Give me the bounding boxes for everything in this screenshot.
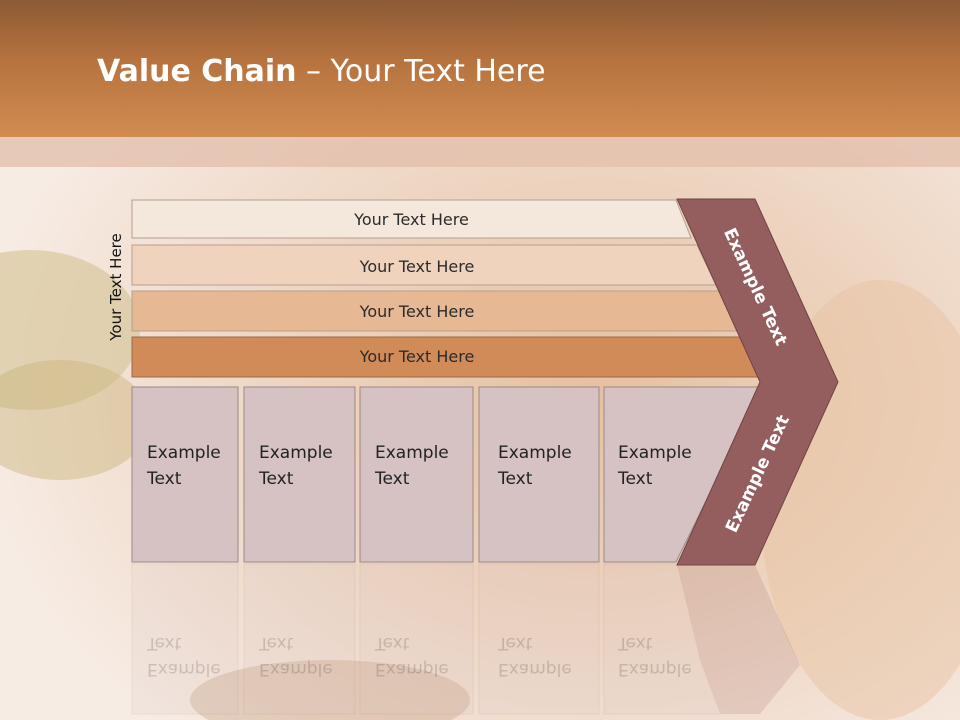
header-strip: [0, 137, 960, 167]
box-3-line1: Example: [375, 443, 449, 463]
bar-3: Your Text Here: [132, 292, 702, 330]
reflection: [131, 563, 800, 715]
box-4-reflection: Example Text: [498, 630, 572, 682]
box-shape-5: [603, 386, 763, 563]
box-4-line1: Example: [498, 443, 572, 463]
box-5-line2: Text: [618, 469, 653, 489]
box-shape-4: [478, 386, 600, 563]
bar-4: Your Text Here: [132, 337, 702, 375]
bar-label-1: Your Text Here: [354, 209, 469, 229]
box-shape-3: [359, 386, 474, 563]
box-1-line2: Text: [147, 469, 182, 489]
box-4-line2: Text: [498, 469, 533, 489]
box-2-line1: Example: [259, 443, 333, 463]
box-1-reflection-line1: Example: [147, 659, 221, 679]
title-rest: – Your Text Here: [296, 54, 546, 89]
box-3-line2: Text: [375, 469, 410, 489]
box-5-reflection-line2: Text: [618, 633, 653, 653]
box-4-reflection-line1: Example: [498, 659, 572, 679]
box-1-text: Example Text: [147, 440, 221, 492]
bar-label-2: Your Text Here: [359, 256, 475, 276]
box-1-reflection: Example Text: [147, 630, 221, 682]
box-2-line2: Text: [259, 469, 294, 489]
box-1-line1: Example: [147, 443, 221, 463]
bar-2: Your Text Here: [132, 247, 702, 285]
box-3-reflection-line1: Example: [375, 659, 449, 679]
box-2-reflection: Example Text: [259, 630, 333, 682]
box-2-text: Example Text: [259, 440, 333, 492]
box-5-text: Example Text: [618, 440, 692, 492]
box-5-reflection: Example Text: [618, 630, 692, 682]
box-2-reflection-line1: Example: [259, 659, 333, 679]
box-4-text: Example Text: [498, 440, 572, 492]
bar-label-3: Your Text Here: [359, 301, 475, 321]
bar-label-4: Your Text Here: [359, 346, 475, 366]
title-bold: Value Chain: [97, 54, 297, 89]
bar-1: Your Text Here: [132, 200, 691, 238]
box-5-reflection-line1: Example: [618, 659, 692, 679]
bar-shape-1: [131, 199, 692, 239]
slide-title: Value Chain – Your Text Here: [97, 54, 546, 89]
header-band: [0, 0, 960, 137]
box-5-line1: Example: [618, 443, 692, 463]
box-3-reflection-line2: Text: [375, 633, 410, 653]
box-3-text: Example Text: [375, 440, 449, 492]
chevron-shape: [676, 198, 839, 566]
box-3-reflection: Example Text: [375, 630, 449, 682]
box-4-reflection-line2: Text: [498, 633, 533, 653]
box-1-reflection-line2: Text: [147, 633, 182, 653]
box-2-reflection-line2: Text: [259, 633, 294, 653]
box-shape-2: [243, 386, 356, 563]
box-shape-1: [131, 386, 239, 563]
